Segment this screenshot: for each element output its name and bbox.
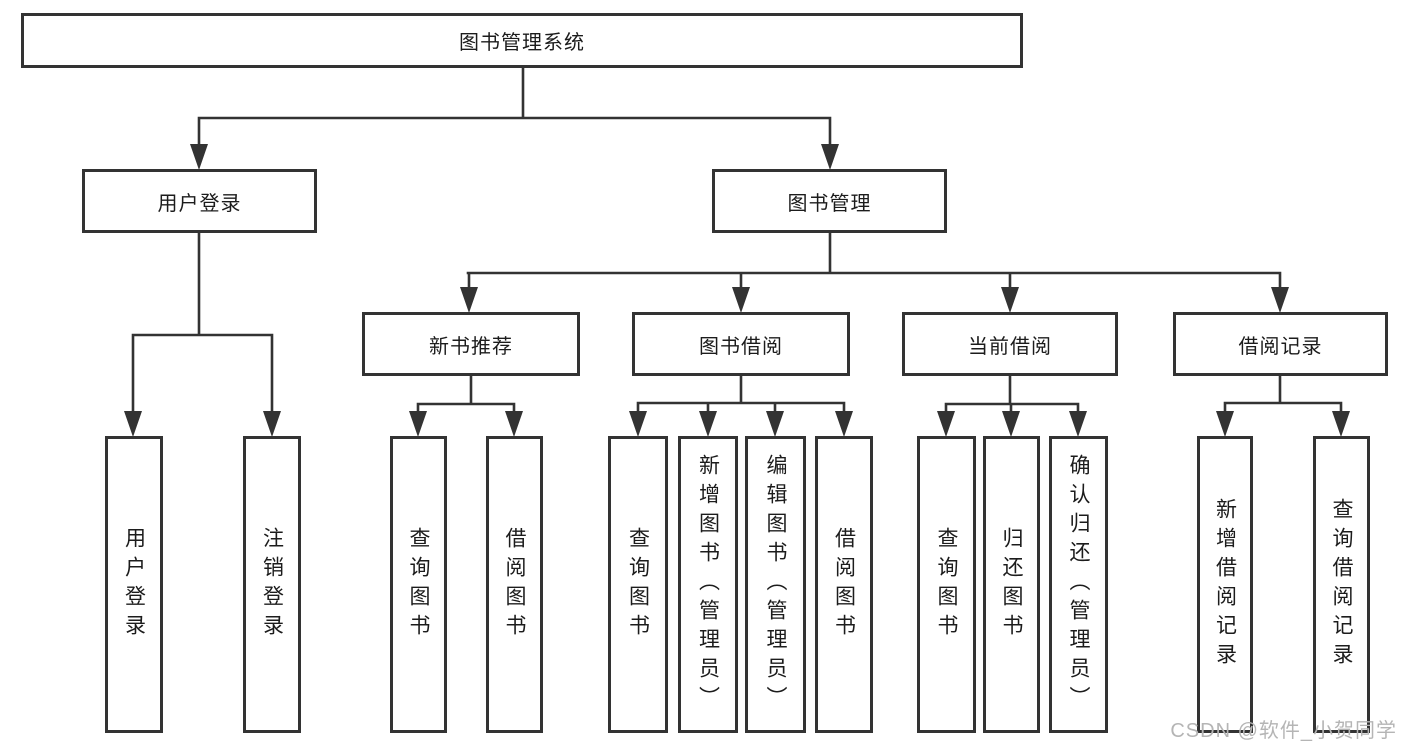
node-leaf-edit-book-admin-label: 编辑图书（管理员） [764, 454, 787, 715]
node-leaf-add-borrow-record-label: 新增借阅记录 [1213, 497, 1237, 672]
node-borrowing-records-label: 借阅记录 [1238, 335, 1323, 358]
node-user-login: 用户登录 [82, 169, 317, 233]
node-leaf-add-book-admin: 新增图书（管理员） [678, 436, 738, 733]
node-leaf-query-borrow-record: 查询借阅记录 [1313, 436, 1370, 733]
node-leaf-query-book-rec: 查询图书 [390, 436, 447, 733]
node-leaf-confirm-return-admin-label: 确认归还（管理员） [1067, 454, 1090, 715]
watermark-text: CSDN @软件_小贺同学 [1170, 720, 1397, 742]
node-leaf-borrow-book: 借阅图书 [815, 436, 873, 733]
node-new-book-recommend: 新书推荐 [362, 312, 580, 376]
node-user-login-label: 用户登录 [157, 192, 242, 215]
node-leaf-query-book-current: 查询图书 [917, 436, 976, 733]
node-leaf-query-borrow-record-label: 查询借阅记录 [1330, 497, 1353, 672]
node-leaf-user-login-label: 用户登录 [122, 526, 146, 643]
node-leaf-edit-book-admin: 编辑图书（管理员） [745, 436, 806, 733]
node-leaf-query-book-borrow: 查询图书 [608, 436, 668, 733]
node-current-borrowing: 当前借阅 [902, 312, 1118, 376]
node-leaf-borrow-book-rec: 借阅图书 [486, 436, 543, 733]
node-root: 图书管理系统 [21, 13, 1023, 68]
node-leaf-return-book: 归还图书 [983, 436, 1040, 733]
node-leaf-confirm-return-admin: 确认归还（管理员） [1049, 436, 1108, 733]
node-leaf-query-book-rec-label: 查询图书 [407, 526, 430, 643]
node-current-borrowing-label: 当前借阅 [968, 335, 1052, 358]
node-new-book-recommend-label: 新书推荐 [429, 335, 513, 358]
node-leaf-user-login: 用户登录 [105, 436, 163, 733]
node-leaf-add-borrow-record: 新增借阅记录 [1197, 436, 1253, 733]
node-borrowing-records: 借阅记录 [1173, 312, 1388, 376]
node-leaf-borrow-book-label: 借阅图书 [832, 526, 856, 643]
node-leaf-return-book-label: 归还图书 [1000, 526, 1023, 643]
node-book-borrowing-label: 图书借阅 [699, 335, 783, 358]
node-leaf-add-book-admin-label: 新增图书（管理员） [696, 454, 720, 715]
node-leaf-logout-label: 注销登录 [260, 526, 284, 643]
node-leaf-borrow-book-rec-label: 借阅图书 [503, 526, 526, 643]
node-leaf-query-book-current-label: 查询图书 [935, 526, 958, 643]
node-leaf-query-book-borrow-label: 查询图书 [626, 526, 650, 643]
node-book-management: 图书管理 [712, 169, 947, 233]
node-book-management-label: 图书管理 [787, 192, 872, 215]
node-root-label: 图书管理系统 [459, 32, 585, 54]
node-book-borrowing: 图书借阅 [632, 312, 850, 376]
node-leaf-logout: 注销登录 [243, 436, 301, 733]
